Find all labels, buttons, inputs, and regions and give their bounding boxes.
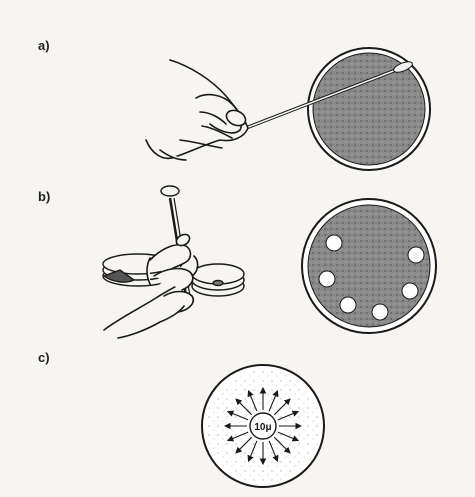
- panel-b: [103, 186, 436, 338]
- panel-a: [146, 48, 430, 170]
- antibiotic-disk: [326, 235, 342, 251]
- antibiotic-disk: [319, 271, 335, 287]
- hand-holding-swab: [146, 60, 248, 160]
- antibiotic-disk: [402, 283, 418, 299]
- antibiotic-disk: [408, 247, 424, 263]
- antibiotic-disk: [340, 297, 356, 313]
- center-disk-label: 10μ: [254, 422, 271, 433]
- antibiotic-disk: [372, 304, 388, 320]
- panel-c: 10μ: [202, 365, 324, 487]
- agar-plate-with-disks: [302, 199, 436, 333]
